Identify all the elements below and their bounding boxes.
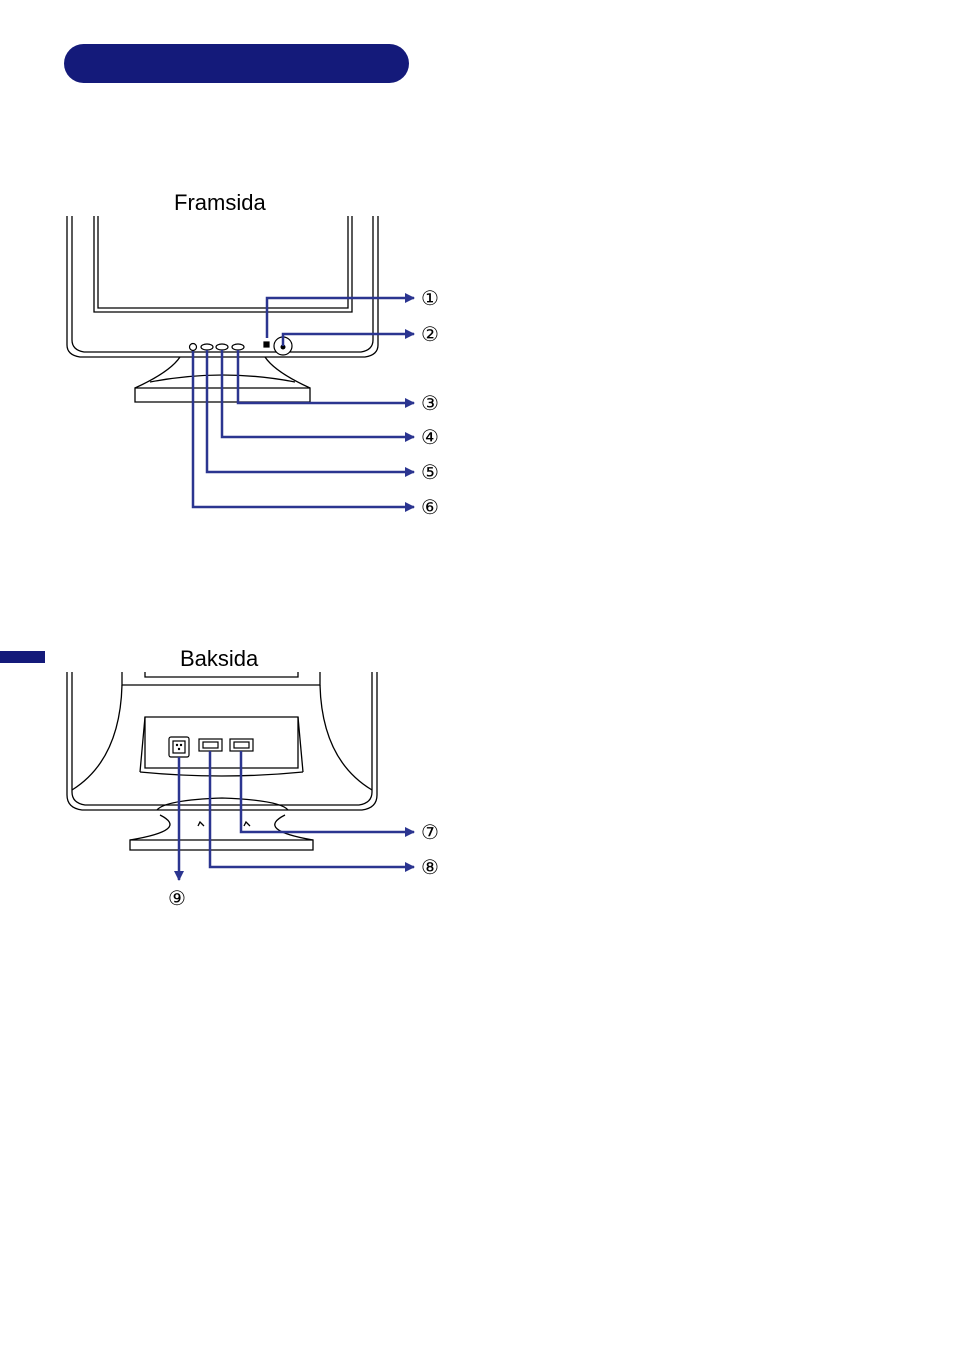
leader-line-2 — [283, 334, 414, 346]
button-4-oval — [216, 344, 228, 350]
leader-line-4 — [222, 350, 414, 437]
callout-2: ② — [421, 324, 439, 344]
callout-6: ⑥ — [421, 497, 439, 517]
callout-1: ① — [421, 288, 439, 308]
callout-9: ⑨ — [168, 888, 186, 908]
callout-3: ③ — [421, 393, 439, 413]
button-5-oval — [201, 344, 213, 350]
leader-line-3 — [238, 350, 414, 403]
leader-line-7 — [241, 751, 414, 832]
callout-7: ⑦ — [421, 822, 439, 842]
callout-8: ⑧ — [421, 857, 439, 877]
callout-5: ⑤ — [421, 462, 439, 482]
button-6-circle — [190, 344, 197, 351]
back-monitor-drawing — [67, 672, 377, 850]
callout-4: ④ — [421, 427, 439, 447]
power-led-mark — [264, 342, 269, 347]
button-3-oval — [232, 344, 244, 350]
leader-line-1 — [267, 298, 414, 338]
